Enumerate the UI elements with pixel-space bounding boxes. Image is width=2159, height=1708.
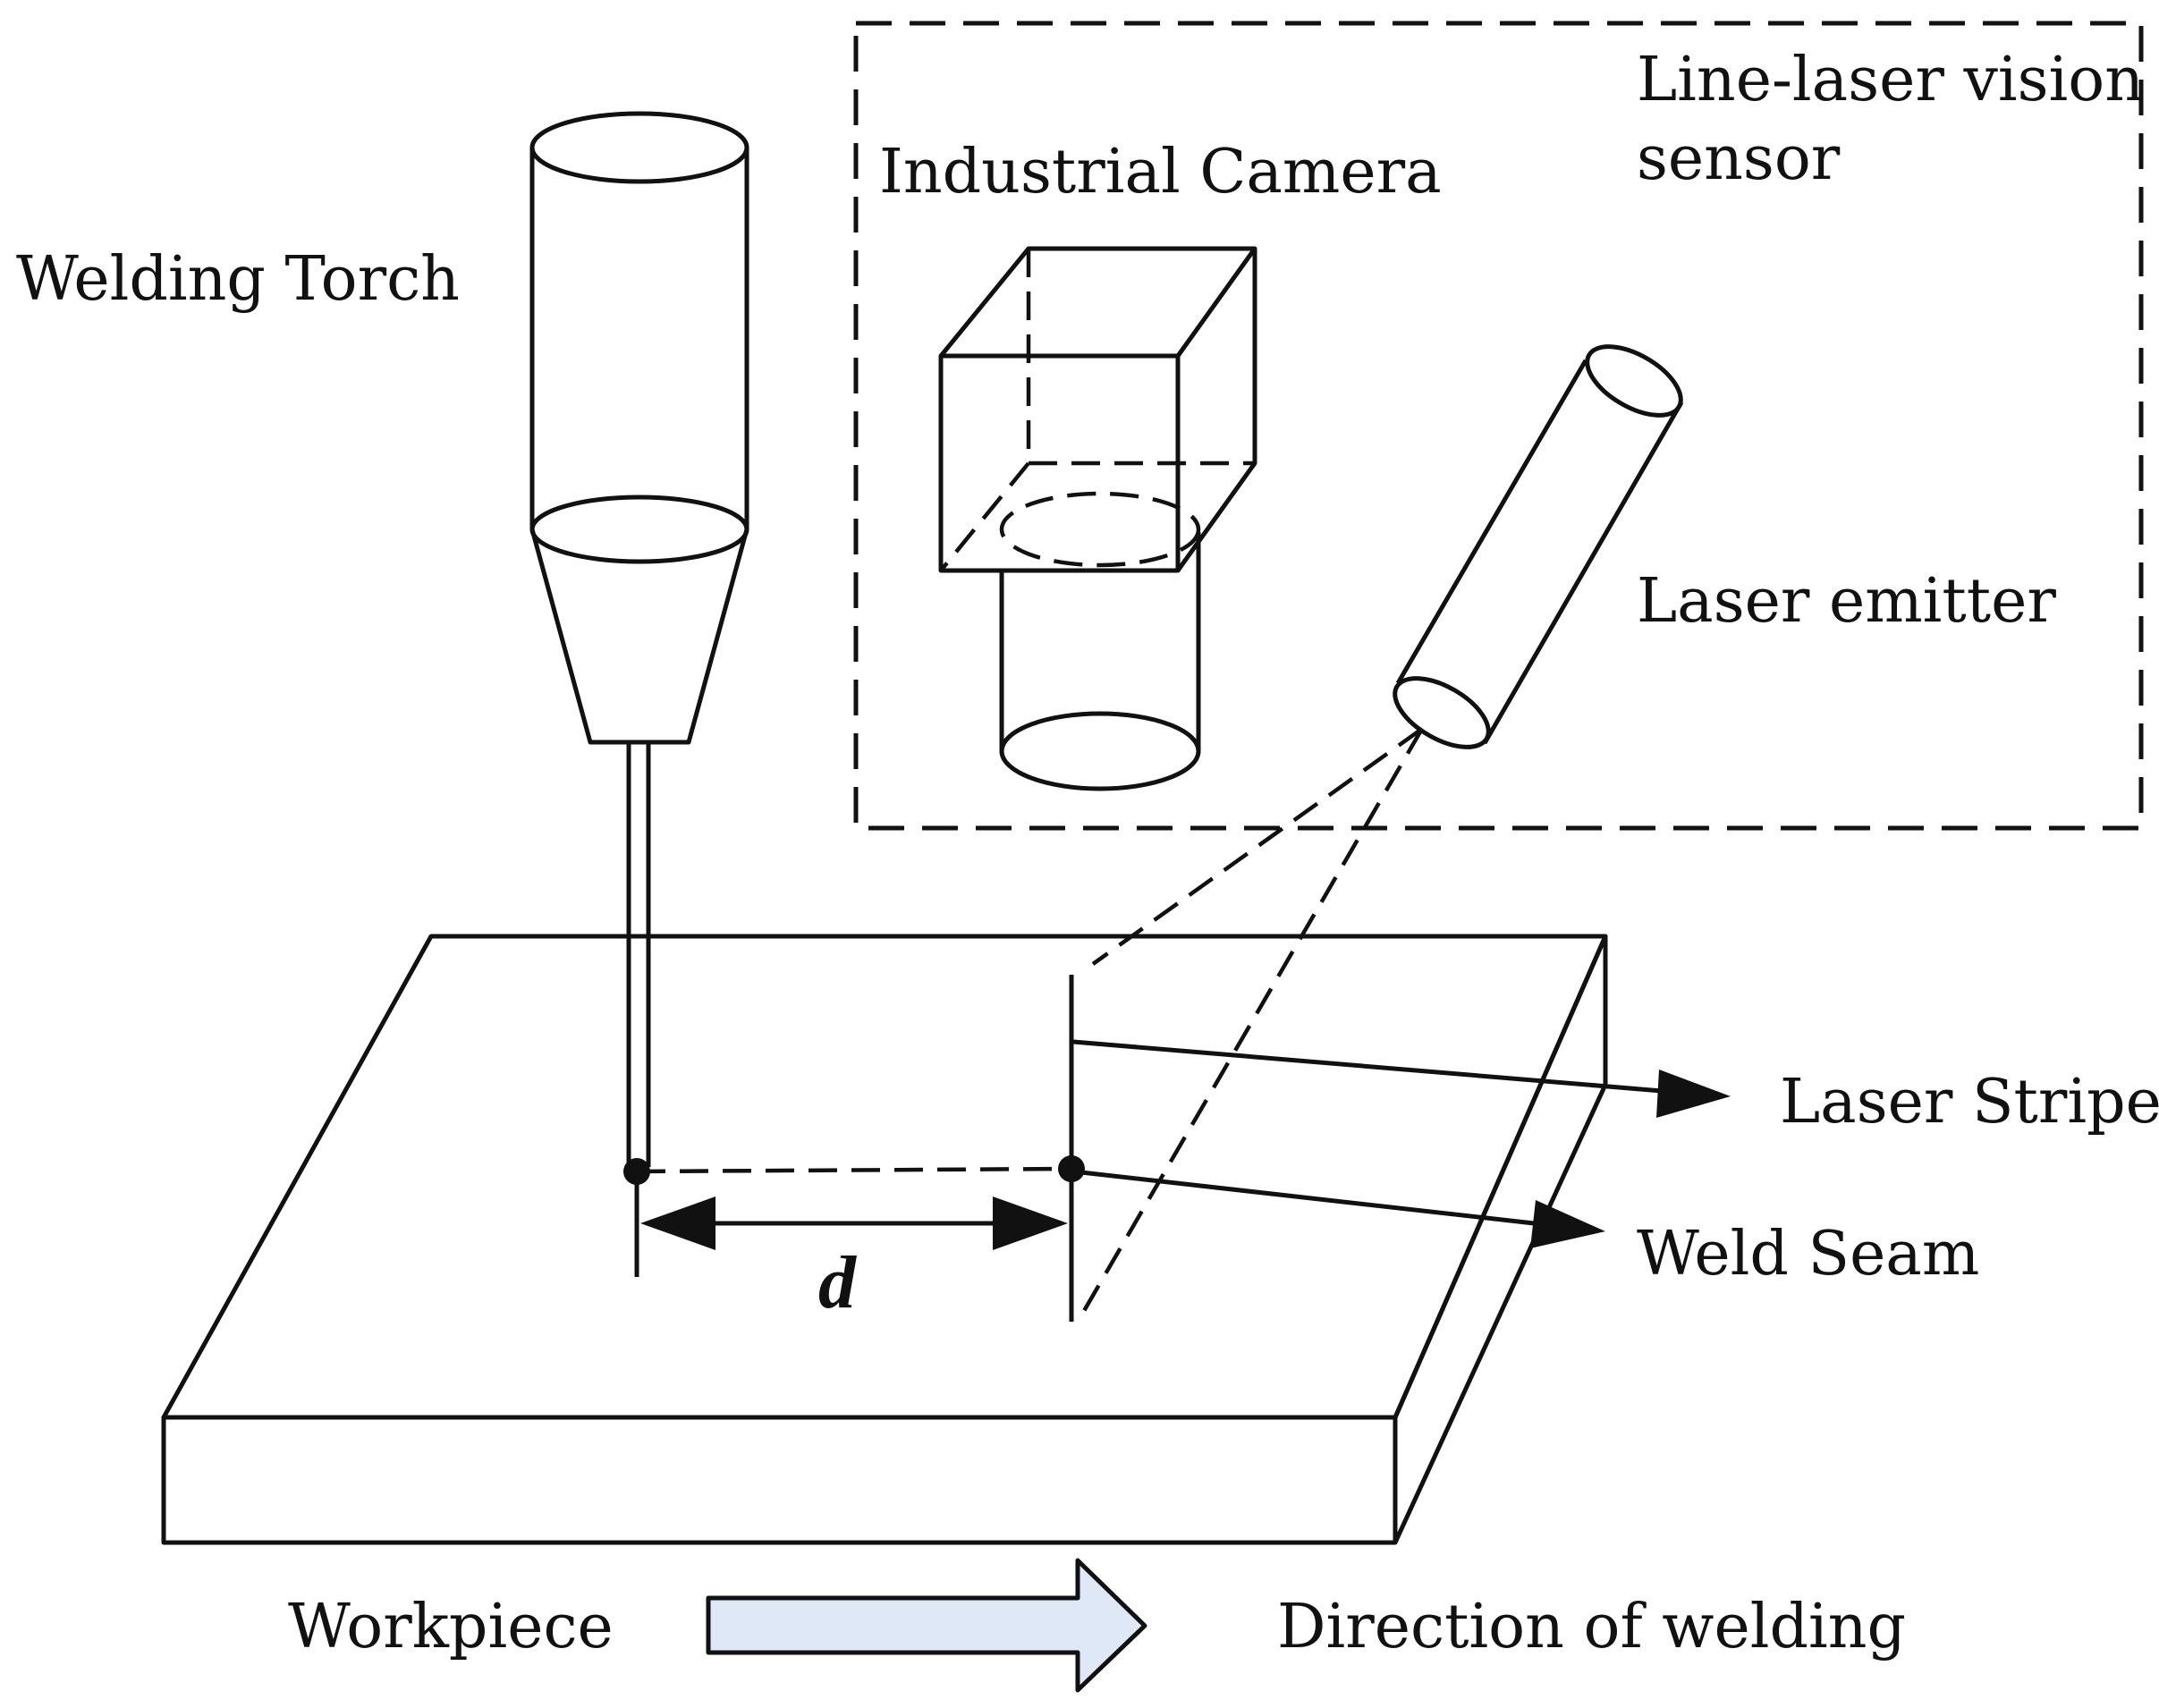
torch-point: [623, 1158, 650, 1185]
laser-beam-edge-lower: [1076, 727, 1424, 1323]
distance-dimension: [640, 1196, 1068, 1250]
laser-stripe-label: Laser Stripe: [1780, 1067, 2159, 1137]
welding-torch: [529, 111, 749, 1167]
torch-to-stripe-dashed: [636, 1166, 1072, 1174]
weld-seam-pointer: [1072, 1169, 1535, 1226]
laser-emitter: [1393, 344, 1684, 749]
laser-stripe-arrowhead: [1656, 1070, 1731, 1118]
sensor-label-line1: Line-laser vision: [1637, 45, 2144, 115]
workpiece-label: Workpiece: [288, 1592, 614, 1662]
industrial-camera: [938, 246, 1257, 791]
sensor-enclosure-box: [853, 21, 2144, 831]
sensor-label-line2: sensor: [1637, 123, 1841, 194]
welding-torch-label: Welding Torch: [16, 244, 460, 315]
laser-beam-edge-upper: [1091, 727, 1424, 966]
industrial-camera-label: Industrial Camera: [879, 137, 1442, 207]
direction-arrow-icon: [706, 1558, 1147, 1693]
laser-emitter-label: Laser emitter: [1637, 566, 2056, 637]
laser-stripe-pointer: [1072, 1039, 1663, 1094]
weld-seam-label: Weld Seam: [1637, 1219, 1979, 1289]
weld-seam-arrowhead: [1530, 1200, 1605, 1248]
direction-of-welding-label: Direction of welding: [1277, 1592, 1906, 1662]
stripe-point: [1058, 1155, 1085, 1182]
workpiece-plate: [161, 934, 1608, 1545]
distance-label: d: [818, 1241, 858, 1324]
